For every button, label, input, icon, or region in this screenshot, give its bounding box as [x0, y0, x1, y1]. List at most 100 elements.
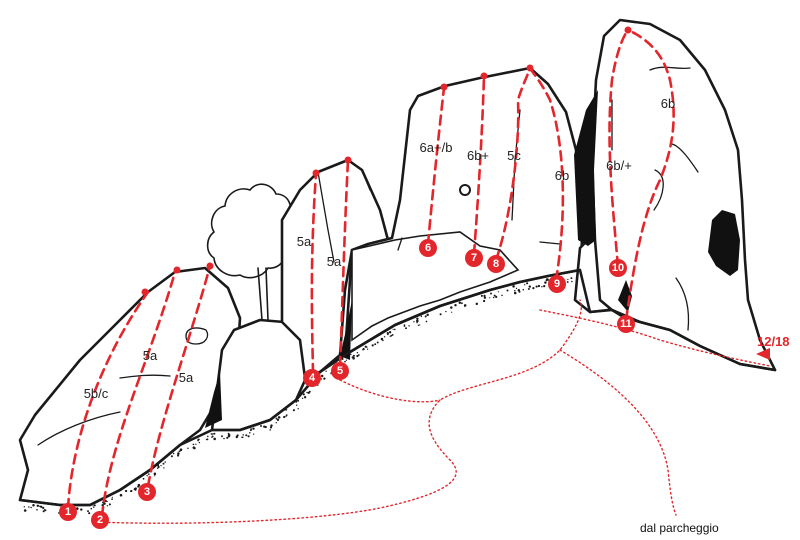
ground-dot — [23, 509, 26, 512]
ground-dot — [303, 396, 307, 399]
route-marker-4[interactable]: 4 — [303, 369, 321, 387]
anchor-2 — [173, 266, 181, 274]
ground-dot — [28, 506, 30, 508]
route-marker-7[interactable]: 7 — [465, 249, 483, 267]
ground-dot — [475, 302, 479, 306]
ground-dot — [146, 474, 148, 477]
ground-dot — [124, 489, 128, 493]
ground-dot — [164, 461, 166, 463]
ground-dot — [374, 343, 377, 346]
grade-route-1: 5b/c — [84, 386, 109, 401]
approach-label: dal parcheggio — [640, 521, 719, 535]
ground-dot — [350, 353, 352, 356]
ground-dot — [154, 475, 156, 477]
ground-dot — [497, 291, 500, 293]
sector-ref-label: 12/18 — [757, 334, 790, 349]
ground-dot — [92, 505, 94, 507]
ground-dot — [44, 509, 47, 512]
ground-dot — [366, 348, 369, 350]
route-number-2: 2 — [97, 514, 103, 526]
ground-dot — [76, 507, 79, 510]
ground-dot — [249, 432, 251, 434]
shadow-left-gap — [205, 372, 222, 428]
ground-dot — [108, 503, 111, 506]
ground-dot — [358, 354, 360, 356]
ground-dot — [541, 285, 543, 288]
trail-main — [94, 299, 582, 524]
ground-dot — [526, 282, 529, 285]
route-marker-8[interactable]: 8 — [487, 255, 505, 273]
ground-dot — [93, 506, 95, 509]
ground-dot — [390, 334, 393, 337]
ground-dot — [23, 506, 25, 508]
ground-dot — [295, 404, 298, 406]
ground-dot — [543, 284, 546, 288]
route-marker-1[interactable]: 1 — [59, 503, 77, 521]
ground-dot — [416, 317, 419, 321]
route-number-1: 1 — [65, 506, 71, 518]
sector-ref-marker[interactable]: 12/18 — [756, 334, 790, 360]
ground-dot — [362, 347, 365, 351]
ground-dot — [157, 465, 160, 469]
ground-dot — [570, 277, 573, 280]
ground-dot — [264, 425, 267, 429]
boulder-left — [18, 266, 242, 507]
route-marker-10[interactable]: 10 — [609, 259, 627, 277]
ground-dot — [388, 331, 392, 334]
ground-dot — [413, 321, 415, 323]
ground-dot — [323, 377, 326, 380]
ground-dot — [408, 325, 410, 327]
route-line-8 — [494, 66, 532, 262]
route-line-3 — [146, 264, 212, 488]
route-marker-3[interactable]: 3 — [138, 483, 156, 501]
route-marker-6[interactable]: 6 — [419, 239, 437, 257]
ground-dot — [389, 335, 391, 337]
trail-to-parking — [559, 349, 677, 516]
grade-route-4: 5a — [297, 234, 312, 249]
route-number-6: 6 — [425, 242, 431, 254]
route-line-7 — [472, 74, 486, 256]
ground-dot — [458, 301, 462, 305]
route-marker-2[interactable]: 2 — [91, 511, 109, 529]
ground-dot — [32, 504, 35, 507]
ground-dot — [386, 331, 389, 335]
ground-dot — [425, 320, 428, 323]
ground-dot — [495, 295, 498, 298]
route-marker-9[interactable]: 9 — [548, 275, 566, 293]
approach-trail — [94, 299, 771, 524]
ground-dot — [260, 425, 262, 427]
route-markers: 1 2 3 4 5 6 7 8 — [59, 239, 635, 529]
ground-dot — [111, 496, 113, 498]
ground-dot — [160, 464, 162, 467]
ground-dot — [522, 288, 525, 291]
ground-dot — [454, 304, 457, 307]
ground-dot — [36, 509, 38, 511]
ground-dot — [210, 433, 213, 435]
route-marker-11[interactable]: 11 — [617, 315, 635, 333]
ground-dot — [524, 284, 526, 286]
ground-dot — [227, 434, 231, 438]
ground-dot — [566, 281, 569, 283]
anchor-8-9 — [526, 64, 534, 72]
ground-dot — [198, 441, 201, 444]
ground-dot — [417, 324, 420, 326]
ground-dot — [187, 447, 189, 450]
rock-shadows — [205, 90, 740, 428]
route-marker-5[interactable]: 5 — [331, 362, 349, 380]
ground-dot — [480, 294, 483, 297]
ground-dot — [528, 285, 531, 288]
ground-dot — [90, 507, 93, 510]
grade-route-6: 6a+/b — [420, 140, 453, 155]
route-lines — [66, 28, 675, 518]
ground-dot — [88, 512, 91, 515]
ground-dot — [352, 357, 355, 360]
ground-dot — [492, 296, 495, 299]
grade-route-10: 6b/+ — [606, 158, 632, 173]
ground-dot — [111, 498, 113, 500]
ground-dot — [464, 305, 466, 307]
route-line-1 — [66, 290, 150, 510]
tree-trunk — [257, 267, 269, 321]
ground-dot — [320, 374, 324, 378]
ground-dot — [513, 291, 517, 295]
ground-dot — [512, 285, 515, 288]
